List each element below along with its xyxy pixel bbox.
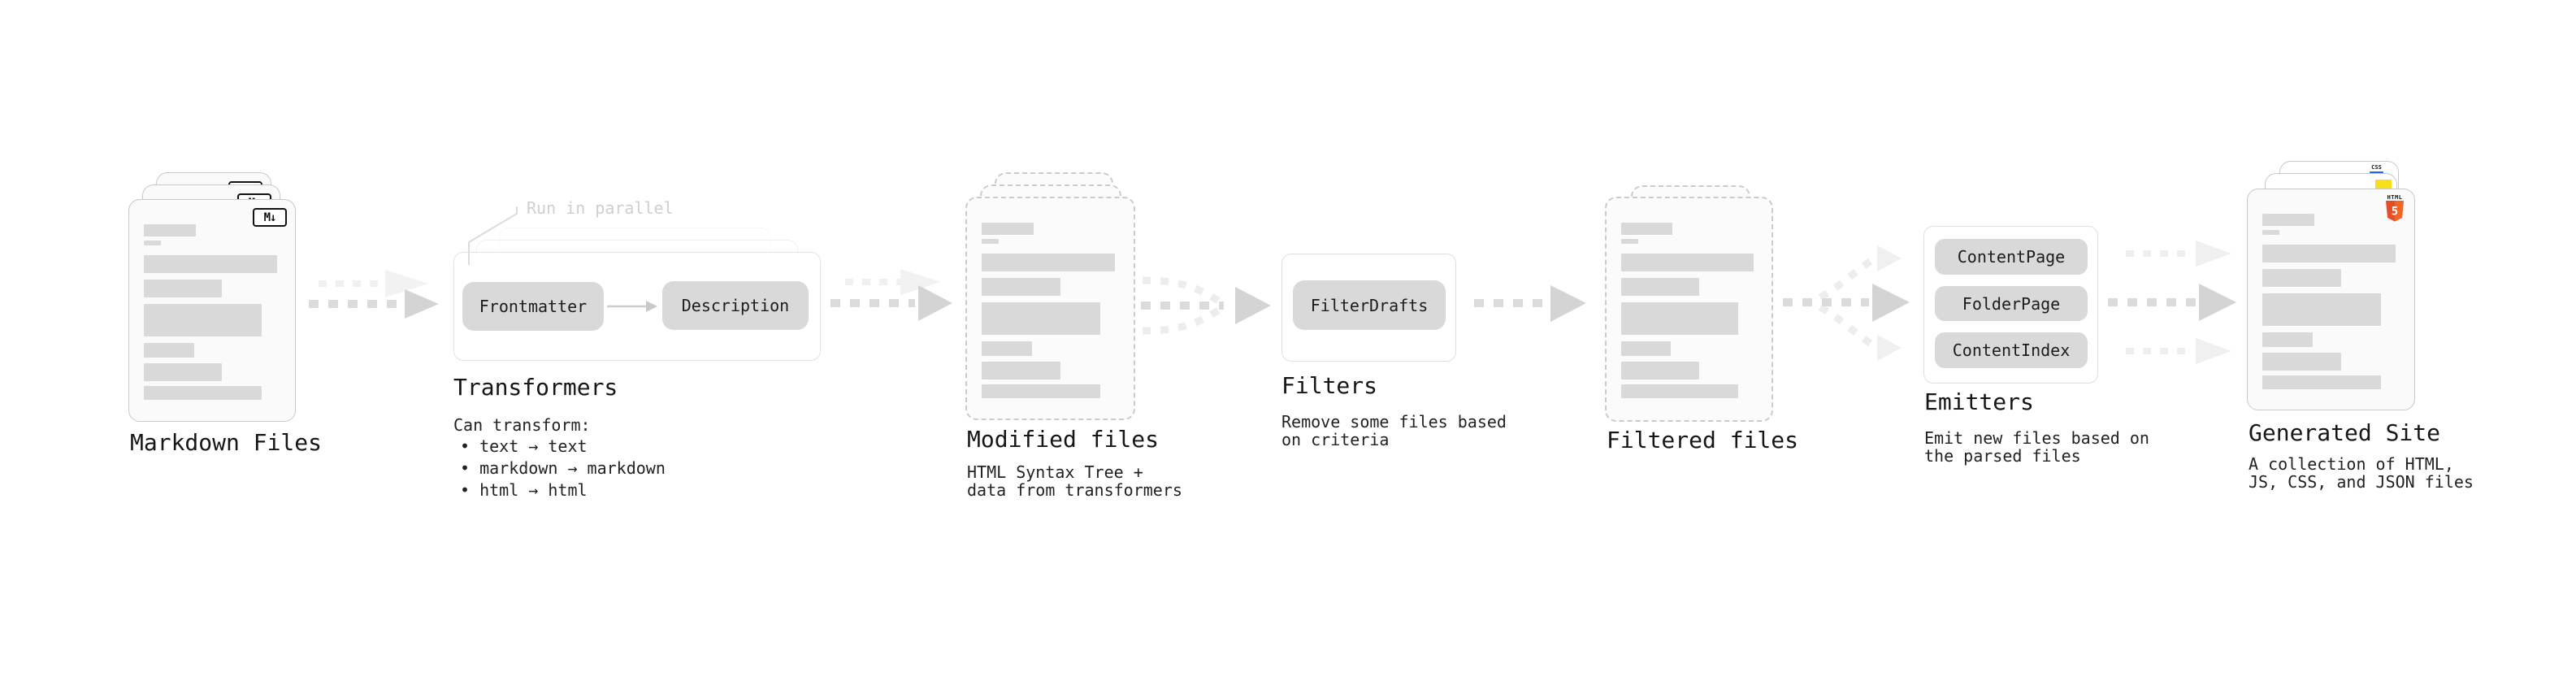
- filtered-files-title: Filtered files: [1607, 427, 1799, 453]
- placeholder-bar: [2262, 332, 2313, 347]
- placeholder-bar: [144, 363, 223, 381]
- placeholder-bar: [144, 343, 194, 358]
- placeholder-bar: [1621, 362, 1699, 380]
- bullet-item: • text → text: [460, 436, 588, 456]
- generated-site-title: Generated Site: [2249, 419, 2441, 446]
- desc-line: on criteria: [1281, 430, 1390, 449]
- desc-line: the parsed files: [1924, 446, 2081, 466]
- emitters-desc: Emit new files based on the parsed files: [1924, 429, 2149, 465]
- placeholder-bar: [1621, 278, 1699, 296]
- emitter-box-folderpage: FolderPage: [1935, 286, 2088, 321]
- placeholder-bar: [1621, 254, 1754, 271]
- desc-line: Remove some files based: [1281, 412, 1507, 432]
- placeholder-bar: [982, 384, 1100, 398]
- filtered-file-card-front: [1605, 197, 1773, 422]
- desc-line: A collection of HTML,: [2249, 454, 2454, 474]
- desc-line: data from transformers: [967, 480, 1182, 500]
- transform-arrow-icon: [607, 301, 657, 312]
- desc-line: JS, CSS, and JSON files: [2249, 472, 2474, 492]
- markdown-icon-label: M↓: [263, 210, 277, 224]
- placeholder-bar: [982, 341, 1032, 356]
- placeholder-bar: [144, 386, 262, 400]
- placeholder-bar: [2262, 269, 2341, 287]
- placeholder-bar: [144, 224, 196, 236]
- arrow-transformers-to-modified: [830, 269, 952, 321]
- transformer-box-description: Description: [662, 281, 809, 330]
- transformers-bullet-list: • text → text • markdown → markdown • ht…: [460, 436, 666, 501]
- placeholder-bar: [2262, 230, 2279, 235]
- placeholder-bar: [982, 362, 1060, 380]
- emitter-box-contentindex: ContentIndex: [1935, 332, 2088, 368]
- desc-line: Emit new files based on: [1924, 428, 2149, 448]
- transformers-title: Transformers: [453, 374, 618, 401]
- html5-number: 5: [2392, 206, 2398, 219]
- emitter-box-contentpage: ContentPage: [1935, 239, 2088, 275]
- placeholder-bar: [1621, 302, 1739, 335]
- placeholder-bar: [982, 239, 999, 244]
- bullet-item: • markdown → markdown: [460, 458, 666, 478]
- transformer-layer-front: Frontmatter Description: [453, 252, 821, 361]
- modified-file-card-front: [965, 197, 1135, 420]
- emitters-container: ContentPage FolderPage ContentIndex: [1923, 226, 2098, 384]
- placeholder-bar: [982, 223, 1034, 235]
- placeholder-bar: [982, 302, 1100, 335]
- js-icon: [2375, 180, 2392, 189]
- placeholder-bar: [1621, 384, 1739, 398]
- html5-shield-icon: 5: [2386, 201, 2404, 222]
- markdown-files-title: Markdown Files: [130, 429, 323, 456]
- markdown-icon: M↓: [253, 208, 287, 227]
- placeholder-bar: [1621, 223, 1673, 235]
- placeholder-bar: [2262, 353, 2341, 371]
- generated-site-desc: A collection of HTML, JS, CSS, and JSON …: [2249, 455, 2474, 491]
- arrow-emitters-to-generated: [2108, 241, 2236, 364]
- desc-line: HTML Syntax Tree +: [967, 462, 1143, 482]
- placeholder-bar: [1621, 239, 1638, 244]
- filters-title: Filters: [1281, 372, 1378, 399]
- bullet-item: • html → html: [460, 480, 588, 500]
- placeholder-bar: [144, 280, 223, 297]
- html5-icon-label: HTML: [2387, 194, 2403, 201]
- arrow-markdown-to-transformers: [309, 270, 439, 319]
- placeholder-bar: [144, 304, 262, 336]
- filter-box-filterdrafts: FilterDrafts: [1293, 280, 1446, 330]
- placeholder-bar: [2262, 293, 2381, 326]
- placeholder-bar: [144, 255, 277, 273]
- placeholder-bar: [2262, 245, 2396, 262]
- html-file-card: HTML 5: [2247, 189, 2415, 410]
- arrow-filtered-to-emitters: [1783, 245, 1910, 361]
- placeholder-bar: [144, 241, 161, 245]
- css-icon-underline: [2370, 171, 2383, 174]
- filters-container: FilterDrafts: [1281, 254, 1456, 362]
- run-in-parallel-note: Run in parallel: [527, 198, 674, 218]
- arrow-modified-to-filters: [1141, 276, 1271, 335]
- transformers-desc-heading: Can transform:: [453, 415, 591, 435]
- filters-desc: Remove some files based on criteria: [1281, 413, 1507, 449]
- arrow-filters-to-filtered: [1474, 285, 1586, 322]
- emitters-title: Emitters: [1924, 388, 2034, 415]
- modified-files-desc: HTML Syntax Tree + data from transformer…: [967, 463, 1182, 499]
- placeholder-bar: [982, 278, 1060, 296]
- placeholder-bar: [2262, 375, 2381, 389]
- placeholder-bar: [1621, 341, 1672, 356]
- css-icon-label: CSS: [2371, 164, 2382, 171]
- placeholder-bar: [2262, 214, 2314, 226]
- transformer-box-frontmatter: Frontmatter: [462, 282, 604, 331]
- css-icon: CSS: [2370, 165, 2383, 174]
- html5-icon: HTML 5: [2385, 194, 2405, 222]
- placeholder-bar: [982, 254, 1116, 271]
- modified-files-title: Modified files: [967, 426, 1160, 453]
- markdown-file-card-front: M↓: [128, 199, 296, 422]
